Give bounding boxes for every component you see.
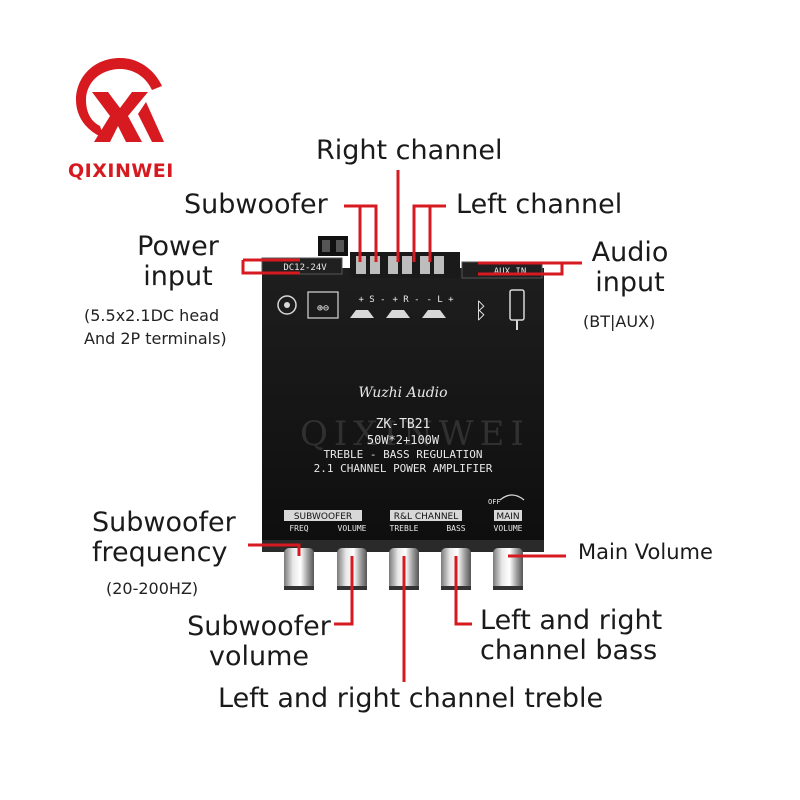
callout-audio-input: Audio input <box>582 237 678 299</box>
knob-main-volume-label: VOLUME <box>494 524 523 533</box>
off-label: OFF <box>488 498 501 506</box>
term-sub-label: + S - <box>358 295 385 305</box>
callout-power-input: Power input <box>130 231 226 293</box>
knob-freq <box>284 548 314 590</box>
callout-right-channel: Right channel <box>316 135 503 166</box>
knob-sub-volume-label: VOLUME <box>338 524 367 533</box>
svg-text:⊕⊖: ⊕⊖ <box>317 303 329 314</box>
bluetooth-icon: ᛒ <box>474 299 487 324</box>
callout-lr-bass: Left and right channel bass <box>480 605 663 667</box>
volume-arc-icon <box>499 494 525 501</box>
callout-subwoofer-frequency: Subwoofer frequency <box>92 507 236 569</box>
power-input-note-line2: And 2P terminals) <box>84 329 227 349</box>
sub-freq-line1: Subwoofer <box>92 507 236 538</box>
audio-input-line2: input <box>595 267 665 299</box>
lr-bass-line2: channel bass <box>480 635 658 667</box>
board-brand-script: Wuzhi Audio <box>358 385 447 401</box>
board-power-rating: 50W*2+100W <box>367 433 440 447</box>
power-input-note-line1: (5.5x2.1DC head <box>84 306 220 325</box>
aux-label: AUX IN <box>494 267 527 277</box>
dc-jack-strip <box>261 257 343 275</box>
brand-name: QIXINWEI <box>68 160 174 182</box>
sub-volume-line1: Subwoofer <box>187 611 331 642</box>
sub-freq-note: (20-200HZ) <box>106 579 199 598</box>
power-input-note: (5.5x2.1DC head And 2P terminals) <box>84 304 227 350</box>
callout-subwoofer-volume: Subwoofer volume <box>180 611 338 673</box>
power-input-line2: input <box>143 261 213 293</box>
board-description: 2.1 CHANNEL POWER AMPLIFIER <box>314 462 493 475</box>
audio-input-line1: Audio <box>591 237 669 268</box>
board-model: ZK-TB21 <box>376 417 431 432</box>
brand-logo-icon <box>76 58 164 142</box>
group-rl-label: R&L CHANNEL <box>394 512 459 522</box>
knob-treble-label: TREBLE <box>390 524 419 533</box>
callout-lr-treble: Left and right channel treble <box>218 683 604 714</box>
watermark: QIXINWEI <box>300 414 530 454</box>
speaker-icons <box>350 310 446 318</box>
sub-volume-line2: volume <box>208 641 310 673</box>
knob-main-volume <box>493 548 523 590</box>
callout-lines <box>241 170 582 682</box>
amplifier-panel <box>262 268 544 546</box>
term-right-label: + R - <box>392 295 419 305</box>
knob-bass-label: BASS <box>446 524 465 533</box>
group-main-label: MAIN <box>496 512 519 522</box>
dc-polarity-icon <box>307 291 339 319</box>
board-regulation: TREBLE - BASS REGULATION <box>324 448 483 461</box>
callout-main-volume: Main Volume <box>578 540 713 564</box>
callout-left-channel: Left channel <box>456 189 623 220</box>
power-input-line1: Power <box>137 231 219 262</box>
power-indicator-icon <box>277 295 297 315</box>
callout-subwoofer: Subwoofer <box>184 189 328 220</box>
sub-freq-line2: frequency <box>92 537 228 569</box>
dc-label: DC12-24V <box>283 263 327 273</box>
lr-bass-line1: Left and right <box>480 605 663 636</box>
audio-input-note: (BT|AUX) <box>583 312 656 331</box>
knob-freq-label: FREQ <box>289 524 308 533</box>
group-subwoofer-label: SUBWOOFER <box>294 512 352 522</box>
brand-logo <box>68 52 172 152</box>
term-left-label: - L + <box>426 295 454 305</box>
